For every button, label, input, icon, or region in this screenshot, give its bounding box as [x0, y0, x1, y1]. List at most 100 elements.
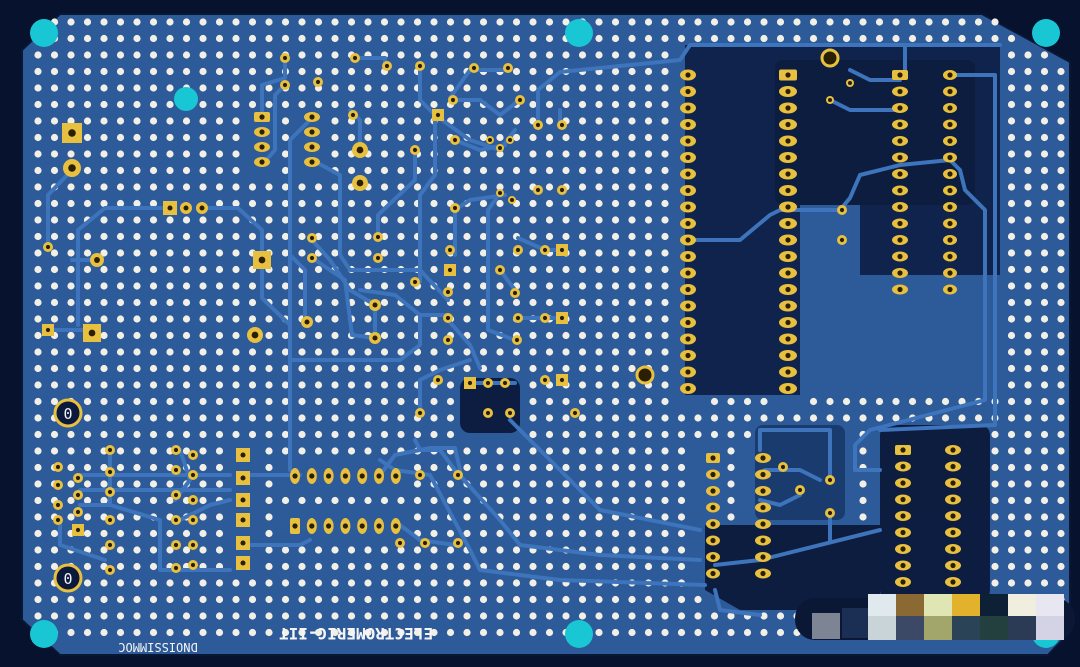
grid-hole [1057, 496, 1065, 505]
grid-hole [149, 546, 158, 554]
pad-hole [455, 540, 461, 546]
grid-hole [83, 496, 92, 505]
grid-hole [611, 595, 620, 604]
grid-hole [529, 381, 537, 389]
trace [178, 498, 232, 522]
grid-hole [199, 34, 207, 43]
grid-hole [661, 216, 669, 224]
mounting-hole-top-right [1032, 19, 1060, 47]
grid-hole [67, 282, 75, 290]
grid-hole [182, 331, 191, 340]
grid-hole [67, 84, 75, 92]
grid-hole [347, 579, 356, 587]
pad-hole [685, 270, 691, 276]
grid-hole [149, 100, 158, 109]
pad-hole [535, 122, 541, 128]
grid-hole [479, 265, 488, 274]
grid-hole [166, 265, 174, 274]
pad-hole [498, 191, 502, 195]
pad-hole [685, 319, 691, 326]
grid-hole [512, 579, 521, 587]
grid-hole [578, 51, 587, 59]
trace [200, 206, 292, 327]
grid-hole [545, 150, 554, 158]
grid-hole [215, 447, 224, 455]
grid-hole [1007, 100, 1016, 109]
grid-hole [50, 381, 59, 389]
pad-hole [510, 198, 514, 202]
pad-hole [785, 352, 791, 359]
grid-hole [463, 117, 471, 125]
grid-hole [430, 496, 438, 505]
grid-hole [397, 315, 405, 323]
grid-hole [1007, 34, 1016, 43]
grid-hole [364, 348, 372, 356]
grid-hole [595, 529, 603, 538]
grid-hole [314, 282, 323, 290]
grid-hole [34, 232, 42, 241]
grid-hole [149, 265, 158, 274]
grid-hole [463, 595, 471, 604]
grid-hole [1024, 67, 1032, 76]
grid-hole [248, 199, 257, 208]
grid-hole [1024, 364, 1032, 373]
grid-hole [628, 18, 636, 26]
grid-hole [842, 414, 851, 422]
grid-hole [496, 447, 504, 455]
pad-hole [897, 253, 903, 260]
grid-hole [1007, 513, 1016, 521]
grid-hole [463, 562, 471, 571]
grid-hole [1024, 232, 1032, 241]
grid-hole [166, 18, 174, 26]
grid-hole [1007, 496, 1016, 505]
trace [453, 193, 507, 257]
pad-hole [785, 286, 791, 293]
grid-hole [941, 414, 950, 422]
grid-hole [1040, 232, 1049, 241]
grid-hole [628, 67, 636, 76]
grid-hole [677, 34, 686, 43]
grid-hole [34, 546, 42, 554]
grid-hole [611, 348, 620, 356]
grid-hole [166, 34, 174, 43]
grid-hole [314, 546, 323, 554]
grid-hole [430, 430, 438, 439]
grid-hole [331, 348, 339, 356]
grid-hole [512, 34, 521, 43]
grid-hole [232, 579, 240, 587]
grid-hole [232, 216, 240, 224]
grid-hole [232, 117, 240, 125]
grid-hole [182, 67, 191, 76]
grid-hole [232, 265, 240, 274]
grid-hole [611, 150, 620, 158]
grid-hole [83, 364, 92, 373]
grid-hole [628, 496, 636, 505]
grid-hole [628, 249, 636, 257]
grid-hole [182, 628, 191, 637]
grid-hole [628, 463, 636, 472]
grid-hole [298, 331, 306, 340]
grid-hole [1040, 381, 1049, 389]
grid-hole [578, 348, 587, 356]
grid-hole [281, 381, 290, 389]
pad-hole [199, 205, 205, 211]
grid-hole [83, 480, 92, 488]
grid-hole [644, 496, 653, 505]
grid-hole [479, 216, 488, 224]
grid-hole [215, 199, 224, 208]
grid-hole [331, 381, 339, 389]
grid-hole [331, 414, 339, 422]
grid-hole [578, 447, 587, 455]
pad-hole [240, 517, 246, 523]
grid-hole [116, 315, 125, 323]
grid-hole [215, 265, 224, 274]
grid-hole [67, 364, 75, 373]
grid-hole [265, 480, 273, 488]
grid-hole [611, 562, 620, 571]
pad-hole [947, 220, 953, 227]
pad-hole [304, 319, 310, 325]
grid-hole [562, 265, 570, 274]
grid-hole [50, 117, 59, 125]
grid-hole [545, 34, 554, 43]
grid-hole [991, 513, 999, 521]
